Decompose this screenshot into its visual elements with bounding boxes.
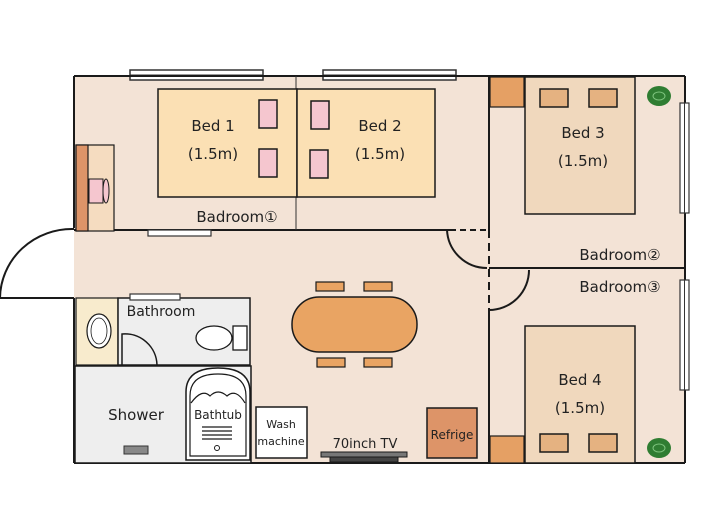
bed-2: Bed 2 (1.5m) (296, 88, 436, 198)
plant-icon (647, 438, 671, 458)
pillow (539, 88, 569, 108)
chair (88, 178, 104, 204)
bed-2-size: (1.5m) (355, 145, 405, 163)
pillow (539, 433, 569, 453)
window-right-bottom (679, 279, 690, 391)
bedroom-2-label: Badroom② (579, 246, 660, 264)
nightstand (489, 435, 525, 464)
tv: 70inch TV (320, 437, 408, 463)
pillow (309, 149, 329, 179)
pillow (588, 88, 618, 108)
shower-head-icon (123, 445, 149, 455)
chair (316, 357, 346, 368)
bathroom: Bathroom (75, 293, 251, 366)
bathroom-door (121, 333, 158, 366)
bathtub: Bathtub (185, 367, 251, 461)
wash-machine-label-1: Wash (266, 418, 296, 431)
fridge: Refrige (426, 407, 478, 459)
pillow (310, 100, 330, 130)
plant-icon (647, 86, 671, 106)
bed-1-name: Bed 1 (191, 117, 234, 135)
bed-4-size: (1.5m) (555, 399, 605, 417)
window-bathroom (129, 293, 181, 301)
chair (315, 281, 345, 292)
chair (363, 357, 393, 368)
shower-label: Shower (108, 406, 165, 424)
wash-machine: Wash machine (255, 406, 308, 459)
pillow (258, 99, 278, 129)
bed-3-size: (1.5m) (558, 152, 608, 170)
pillow (588, 433, 618, 453)
fridge-label: Refrige (431, 428, 474, 442)
window-bedroom1-bottom (147, 229, 212, 237)
pillow (258, 148, 278, 178)
bedroom1-door (446, 229, 488, 270)
desk (75, 144, 115, 232)
bed-2-name: Bed 2 (358, 117, 401, 135)
tv-label: 70inch TV (333, 437, 398, 452)
bathtub-label: Bathtub (194, 408, 242, 422)
bathroom-label: Bathroom (127, 304, 196, 320)
bed-4-name: Bed 4 (558, 371, 601, 389)
toilet-icon (195, 325, 233, 351)
bed-3-name: Bed 3 (561, 124, 604, 142)
chair (363, 281, 393, 292)
bedroom-1-label: Badroom① (196, 208, 277, 226)
wash-machine-label-2: machine (257, 435, 305, 448)
bedroom-3-label: Badroom③ (579, 278, 660, 296)
bed-3: Bed 3 (1.5m) (489, 76, 636, 215)
bed-1: Bed 1 (1.5m) (157, 88, 298, 198)
entry-door (0, 227, 75, 299)
bedroom3-door (488, 269, 530, 311)
bed-1-size: (1.5m) (188, 145, 238, 163)
window-right-top (679, 102, 690, 214)
dining-table (291, 281, 418, 368)
bed-4: Bed 4 (1.5m) (489, 325, 636, 464)
nightstand (489, 76, 525, 108)
